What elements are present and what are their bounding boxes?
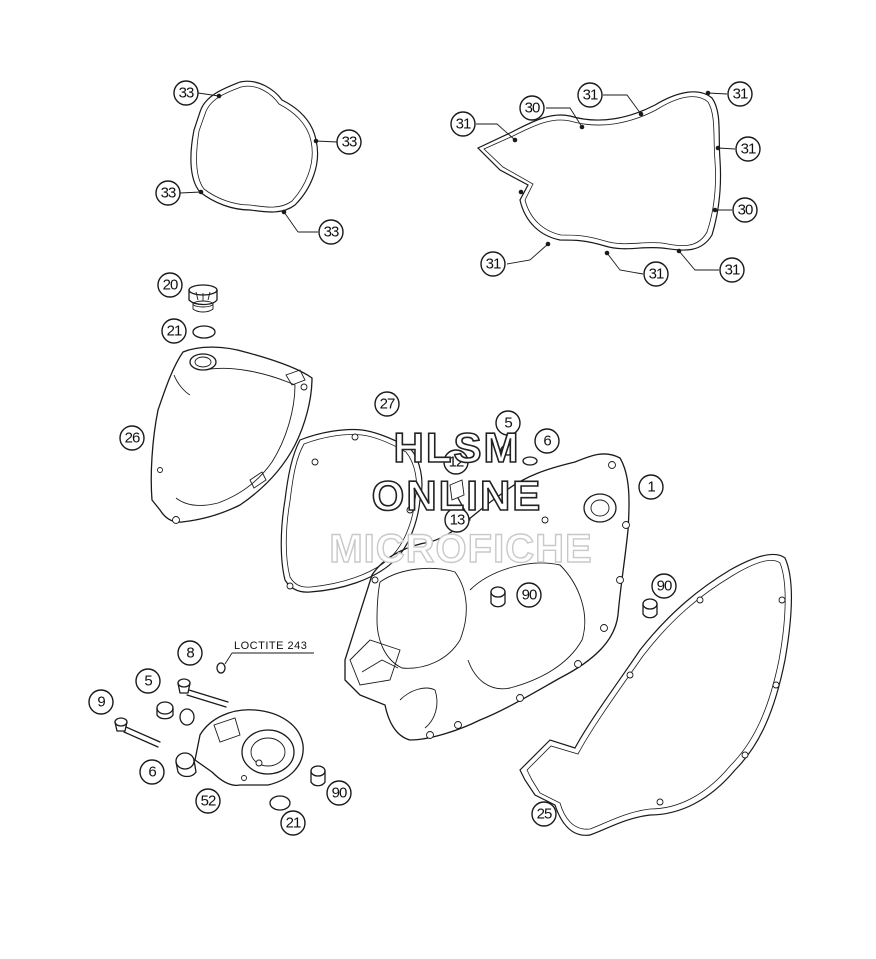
loctite-washer — [216, 652, 314, 674]
ignition-cover — [150, 346, 313, 524]
callout-1: 1 — [638, 474, 664, 500]
svg-text:33: 33 — [161, 185, 176, 202]
svg-text:31: 31 — [456, 116, 471, 133]
callout-31-d: 31 — [735, 136, 761, 162]
svg-text:1: 1 — [647, 479, 655, 496]
o-ring-bottom-left — [179, 708, 195, 726]
water-pump-cover — [175, 709, 304, 786]
svg-text:6: 6 — [148, 764, 156, 781]
callout-27: 27 — [374, 391, 400, 417]
callout-31-b: 31 — [577, 82, 603, 108]
callout-6-bottom: 6 — [139, 759, 165, 785]
callout-33-c: 33 — [155, 180, 181, 206]
svg-text:90: 90 — [522, 587, 537, 604]
callout-25: 25 — [531, 801, 557, 827]
callout-31-a: 31 — [450, 111, 476, 137]
dowel-sleeve-bottom — [310, 765, 326, 787]
clutch-cover — [344, 453, 630, 741]
svg-text:20: 20 — [163, 277, 178, 294]
watermark-line-3: MICROFICHE — [329, 527, 592, 571]
svg-text:33: 33 — [324, 224, 339, 241]
svg-text:33: 33 — [342, 134, 357, 151]
svg-text:30: 30 — [525, 100, 540, 117]
svg-text:31: 31 — [486, 256, 501, 273]
callout-8: 8 — [177, 640, 203, 666]
callout-21-bottom: 21 — [280, 810, 306, 836]
o-ring-bottom — [269, 795, 291, 811]
svg-text:31: 31 — [741, 141, 756, 158]
svg-text:21: 21 — [286, 815, 301, 832]
callout-90-right: 90 — [651, 573, 677, 599]
callout-6-top: 6 — [534, 428, 560, 454]
watermark-line-2: ONLINE — [372, 472, 543, 519]
svg-text:12: 12 — [449, 454, 464, 471]
svg-text:13: 13 — [450, 512, 465, 529]
callout-90-middle: 90 — [516, 582, 542, 608]
callout-52: 52 — [195, 788, 221, 814]
callout-26: 26 — [119, 425, 145, 451]
dowel-sleeve-right — [642, 598, 658, 619]
svg-text:31: 31 — [649, 266, 664, 283]
svg-text:27: 27 — [380, 396, 395, 413]
svg-text:90: 90 — [332, 785, 347, 802]
callout-5-bottom: 5 — [135, 668, 161, 694]
outer-clutch-cover-gasket — [519, 553, 793, 836]
svg-text:9: 9 — [97, 694, 105, 711]
screw-9 — [114, 717, 161, 748]
callout-30-b: 30 — [732, 197, 758, 223]
watermark: HLSM ONLINE MICROFICHE — [329, 423, 593, 572]
callout-33-a: 33 — [173, 80, 199, 106]
svg-text:6: 6 — [543, 433, 551, 450]
svg-text:52: 52 — [201, 793, 216, 810]
loctite-note: LOCTITE 243 — [234, 640, 307, 652]
callout-31-e: 31 — [719, 257, 745, 283]
callout-21-top: 21 — [161, 318, 187, 344]
leaders-30-31 — [476, 92, 736, 275]
callout-20: 20 — [157, 272, 183, 298]
svg-text:26: 26 — [125, 430, 140, 447]
callout-31-g: 31 — [480, 251, 506, 277]
svg-text:30: 30 — [738, 202, 753, 219]
callout-33-d: 33 — [318, 219, 344, 245]
callout-13: 13 — [444, 507, 470, 533]
svg-text:31: 31 — [733, 86, 748, 103]
oil-filler-plug — [188, 284, 218, 313]
svg-text:5: 5 — [504, 415, 512, 432]
clutch-cover-gasket — [476, 90, 722, 256]
watermark-line-1: HLSM — [394, 424, 521, 471]
callout-12: 12 — [443, 449, 469, 475]
callout-30-a: 30 — [519, 95, 545, 121]
ignition-cover-gasket — [190, 80, 319, 215]
svg-text:31: 31 — [725, 262, 740, 279]
svg-text:90: 90 — [657, 578, 672, 595]
svg-text:8: 8 — [186, 645, 194, 662]
callout-31-f: 31 — [643, 261, 669, 287]
callout-31-c: 31 — [727, 81, 753, 107]
callout-5-top: 5 — [495, 410, 521, 436]
callout-33-b: 33 — [336, 129, 362, 155]
dowel-sleeve-middle — [490, 586, 506, 608]
svg-text:33: 33 — [179, 85, 194, 102]
svg-text:21: 21 — [167, 323, 182, 340]
callout-90-bottom: 90 — [326, 780, 352, 806]
callout-9: 9 — [88, 689, 114, 715]
o-ring-top-right — [522, 456, 538, 466]
screw-8 — [177, 678, 229, 708]
sealing-ring-bottom — [156, 701, 174, 720]
sealing-ring-top — [500, 444, 516, 456]
svg-text:5: 5 — [144, 673, 152, 690]
svg-text:31: 31 — [583, 87, 598, 104]
o-ring-top — [192, 325, 216, 339]
svg-text:25: 25 — [537, 806, 552, 823]
leaders-33 — [179, 92, 338, 233]
